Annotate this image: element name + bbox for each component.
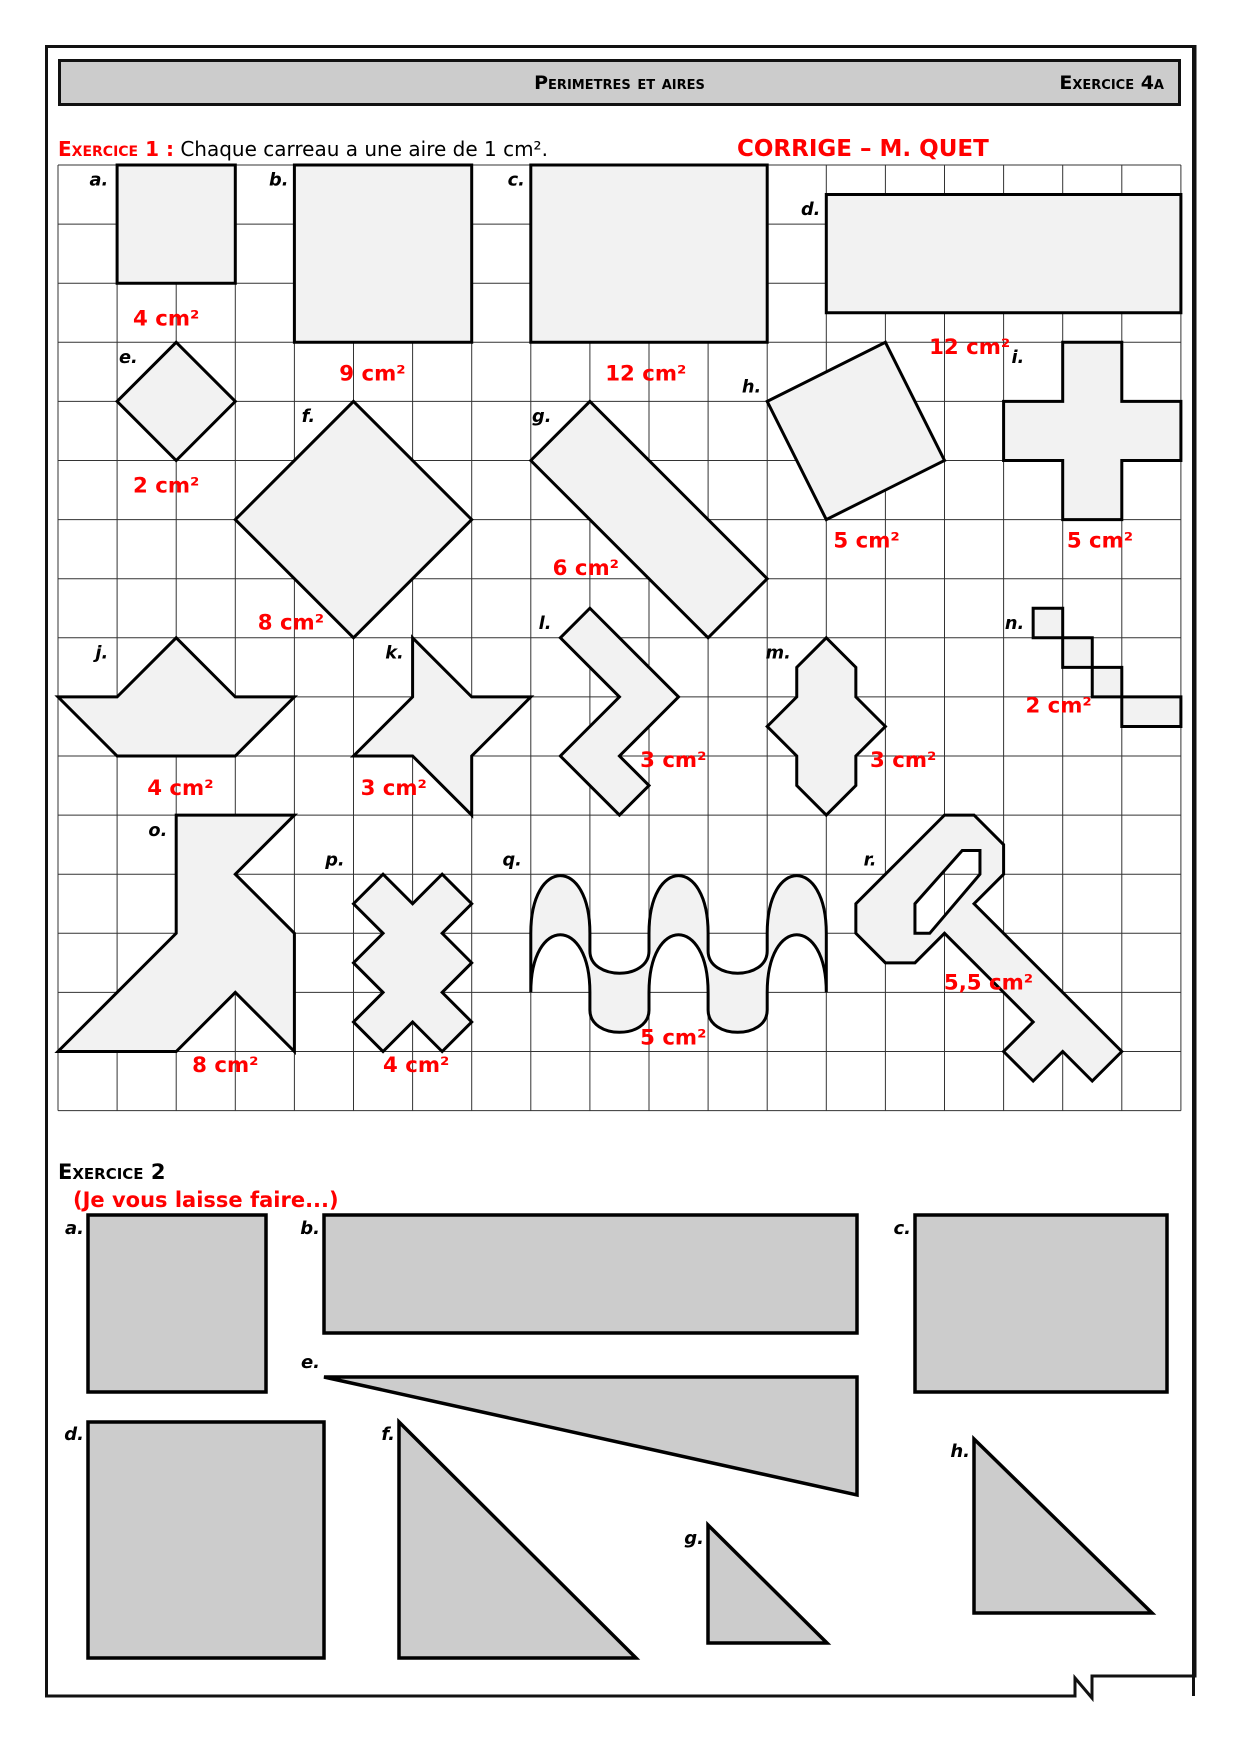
figure-area-answer: 3 cm² [640, 748, 706, 773]
figure-letter: h. [742, 378, 761, 398]
figure-e [117, 342, 235, 460]
figure-i [1004, 342, 1181, 519]
ex2-figure-e [323, 1375, 859, 1498]
ex2-figure-letter: f. [381, 1424, 395, 1445]
ex2-figure-a [86, 1213, 268, 1394]
figure-letter: l. [539, 614, 552, 634]
ex2-figure-letter: a. [65, 1218, 84, 1239]
figure-c [531, 165, 767, 342]
figure-letter: a. [90, 171, 109, 191]
figure-d [826, 195, 1181, 313]
figure-area-answer: 3 cm² [361, 776, 427, 801]
page-header: Perimetres et aires Exercice 4a [58, 59, 1181, 106]
frame-bottom-edge [45, 45, 1197, 1703]
ex2-figure-letter: c. [893, 1218, 911, 1239]
exercise2-note: (Je vous laisse faire...) [73, 1188, 339, 1212]
figure-m [767, 638, 885, 815]
figure-letter: m. [766, 643, 791, 663]
figure-f [235, 401, 471, 637]
ex2-figure-d [86, 1420, 326, 1660]
ex2-figure-h [972, 1434, 1157, 1615]
figure-area-answer: 5 cm² [1067, 528, 1133, 553]
exercise2-title: Exercice 2 [58, 1160, 166, 1184]
figure-area-answer: 12 cm² [605, 362, 686, 387]
ex2-figure-b [322, 1213, 859, 1335]
figure-letter: o. [148, 821, 167, 841]
figure-q [531, 876, 827, 1033]
figure-l [560, 608, 678, 815]
figure-b [294, 165, 471, 342]
figure-area-answer: 5,5 cm² [944, 970, 1033, 995]
figure-j [58, 638, 294, 756]
figure-h [767, 342, 944, 519]
exercise1-heading: Exercice 1 : Chaque carreau a une aire d… [58, 137, 548, 161]
figure-letter: r. [864, 850, 877, 870]
figure-letter: d. [801, 200, 820, 220]
ex2-figure-letter: g. [684, 1528, 704, 1549]
ex2-figure-letter: e. [301, 1352, 320, 1373]
figure-area-answer: 5 cm² [640, 1025, 706, 1050]
figure-area-answer: 2 cm² [1025, 693, 1091, 718]
figure-area-answer: 3 cm² [870, 748, 936, 773]
figure-letter: q. [503, 850, 522, 870]
ex2-figure-c [913, 1213, 1169, 1394]
figure-letter: p. [324, 850, 344, 870]
figure-area-answer: 4 cm² [383, 1053, 449, 1078]
figure-letter: g. [532, 407, 551, 427]
exercise1-instruction: Chaque carreau a une aire de 1 cm². [180, 137, 548, 161]
figure-k [354, 638, 531, 815]
figure-letter: j. [92, 643, 108, 663]
figure-n [1033, 608, 1181, 726]
page-title: Perimetres et aires [534, 72, 705, 94]
figure-letter: k. [385, 643, 404, 663]
figure-area-answer: 8 cm² [192, 1053, 258, 1078]
figure-area-answer: 2 cm² [133, 473, 199, 498]
exercise-number: Exercice 4a [1059, 72, 1164, 94]
exercise1-title: Exercice 1 : [58, 137, 174, 161]
figure-area-answer: 12 cm² [929, 335, 1010, 360]
figure-letter: f. [302, 407, 315, 427]
figure-letter: b. [269, 171, 288, 191]
ex2-figure-g [706, 1520, 832, 1645]
figure-letter: e. [119, 348, 138, 368]
ex2-figure-letter: d. [64, 1424, 84, 1445]
figure-g [531, 401, 767, 637]
figure-letter: i. [1011, 348, 1024, 368]
exercise2-figures: a. b. c. d. e. f. g. h. [64, 1213, 1169, 1660]
figure-letter: c. [508, 171, 525, 191]
correction-label: CORRIGE – M. QUET [737, 136, 989, 162]
figure-area-answer: 4 cm² [147, 776, 213, 801]
figure-area-answer: 8 cm² [258, 611, 324, 636]
figure-o [58, 815, 294, 1051]
exercise1-grid: a. 4 cm² b. 9 cm² c. 12 cm² d. 12 cm² e. 2 cm² f. 8… [58, 165, 1181, 1111]
figure-area-answer: 5 cm² [833, 528, 899, 553]
figure-area-answer: 6 cm² [553, 556, 619, 581]
ex2-figure-letter: b. [300, 1218, 320, 1239]
figure-p [354, 874, 472, 1051]
figure-a [117, 165, 235, 283]
ex2-figure-letter: h. [950, 1441, 970, 1462]
figure-area-answer: 4 cm² [133, 307, 199, 332]
figure-letter: n. [1005, 614, 1024, 634]
figure-r [856, 815, 1122, 1081]
figure-area-answer: 9 cm² [339, 362, 405, 387]
ex2-figure-f [397, 1417, 641, 1660]
